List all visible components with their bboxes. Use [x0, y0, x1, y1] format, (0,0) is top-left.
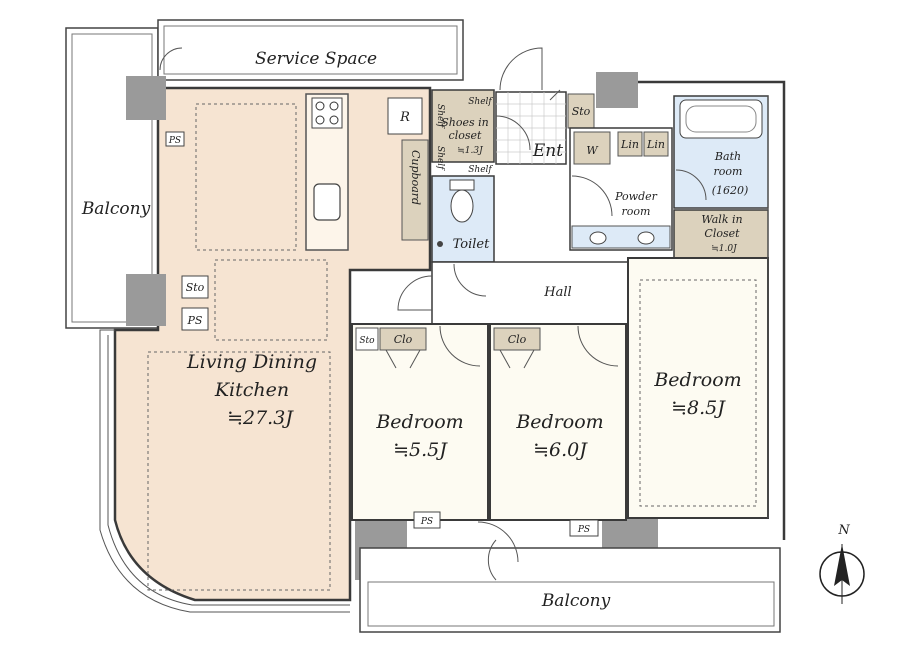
- wic-label-2: Closet: [704, 227, 740, 240]
- refrigerator-label: R: [399, 110, 410, 125]
- shoes-closet: [431, 89, 495, 163]
- service-space: [157, 19, 464, 81]
- shelf-label-2: Shelf: [468, 165, 493, 175]
- sink-icon: [313, 183, 341, 221]
- bath-size: (1620): [712, 184, 749, 197]
- column-ne: [596, 72, 638, 108]
- lin-label-1: Lin: [620, 138, 639, 151]
- compass-icon: N: [819, 523, 865, 604]
- ps-label-b1: PS: [420, 517, 433, 527]
- shoes-label-2: closet: [449, 129, 482, 142]
- stove-icon: [311, 97, 343, 129]
- column-nw: [126, 76, 166, 120]
- sto-label-ent: Sto: [572, 105, 591, 118]
- compass-north-label: N: [837, 523, 850, 538]
- bedroom-3-area: ≒8.5J: [671, 397, 726, 419]
- bedroom-3-label: Bedroom: [653, 369, 741, 391]
- cupboard: [401, 139, 429, 241]
- balcony-south-label: Balcony: [541, 591, 611, 611]
- hall-label: Hall: [543, 285, 571, 300]
- column-w: [126, 274, 166, 326]
- shelf-label-1: Shelf: [468, 97, 493, 107]
- bedroom-1-area: ≒5.5J: [393, 439, 448, 461]
- shelf-label-3: Shelf: [435, 104, 445, 129]
- shelf-label-4: Shelf: [435, 146, 445, 171]
- wic-area: ≒1.0J: [711, 244, 738, 254]
- toilet-label: Toilet: [453, 237, 490, 252]
- sto-label-b1: Sto: [359, 336, 375, 346]
- bath-label-2: room: [714, 165, 743, 178]
- clo-label-2: Clo: [508, 333, 527, 346]
- ldk-floor: [113, 86, 432, 602]
- bedroom-2: [489, 323, 627, 521]
- entrance-label: Ent: [532, 141, 563, 161]
- shoes-area: ≒1.3J: [457, 146, 484, 156]
- refrigerator-icon: [387, 97, 423, 135]
- wic-label-1: Walk in: [701, 213, 742, 226]
- bath-label-1: Bath: [714, 150, 741, 163]
- washer-label: W: [586, 144, 599, 157]
- ldk-label-2: Kitchen: [214, 379, 289, 401]
- balcony-south: [359, 547, 781, 633]
- ldk-label-1: Living Dining: [186, 351, 317, 373]
- ps-label-1: PS: [168, 136, 181, 146]
- powder-label-2: room: [622, 205, 651, 218]
- powder-label-1: Powder: [614, 190, 658, 203]
- balcony-west-label: Balcony: [81, 199, 151, 219]
- hall: [431, 261, 629, 325]
- bedroom-3: [627, 257, 769, 519]
- clo-label-1: Clo: [394, 333, 413, 346]
- walk-in-closet: [673, 209, 769, 259]
- bedroom-2-label: Bedroom: [515, 411, 603, 433]
- ldk-area: ≒27.3J: [227, 407, 294, 429]
- ps-label-2: PS: [187, 314, 203, 327]
- bedroom-1: [351, 323, 489, 521]
- service-space-label: Service Space: [255, 49, 377, 69]
- sto-label-1: Sto: [186, 281, 205, 294]
- shoes-label-1: Shoes in: [441, 116, 489, 129]
- bedroom-1-label: Bedroom: [375, 411, 463, 433]
- bathtub-icon: [679, 99, 763, 139]
- lin-label-2: Lin: [646, 138, 665, 151]
- ps-label-b2: PS: [577, 525, 590, 535]
- cupboard-label: Cupboard: [409, 150, 422, 205]
- bedroom-2-area: ≒6.0J: [533, 439, 588, 461]
